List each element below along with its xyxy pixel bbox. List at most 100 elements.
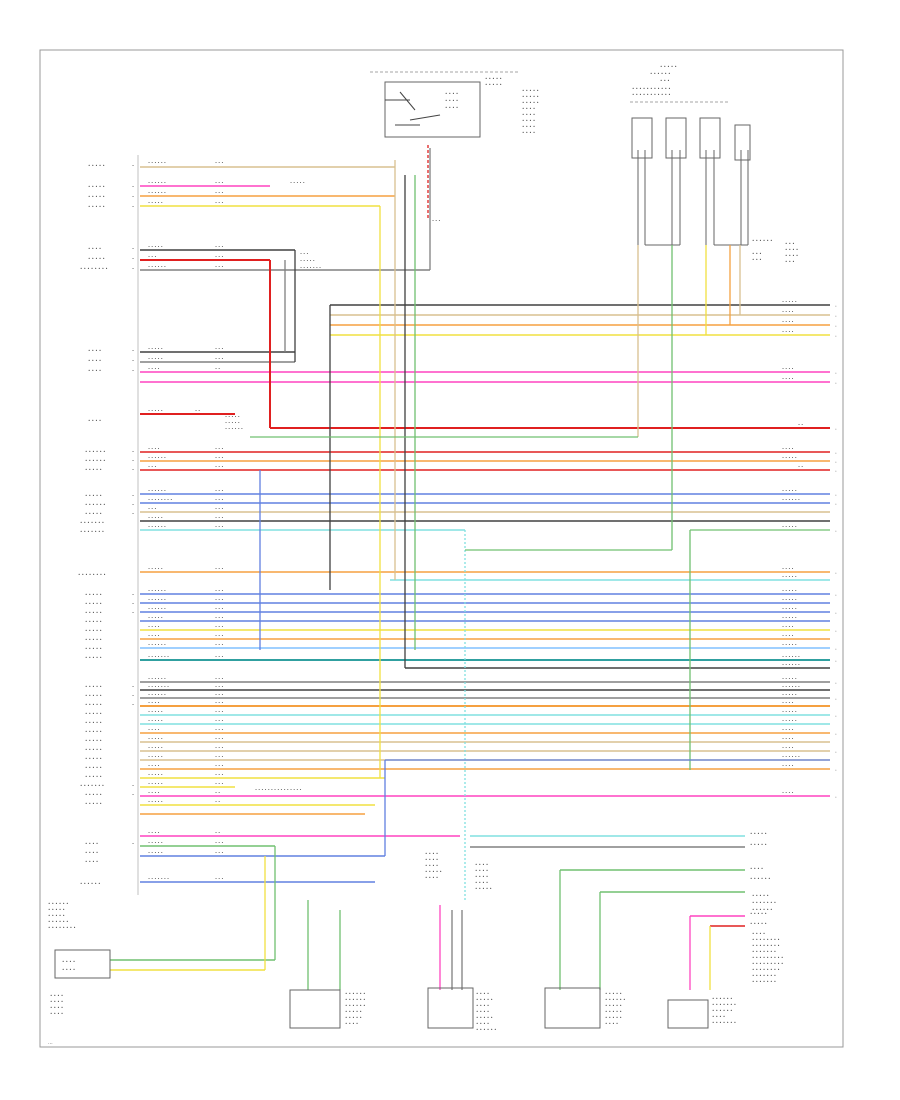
svg-text:•: •	[132, 205, 134, 209]
svg-text:• • • • • •: • • • • • •	[148, 607, 166, 611]
svg-text:• • • • •: • • • • •	[782, 719, 797, 723]
svg-text:• •: • •	[215, 367, 220, 371]
svg-text:• • • • •: • • • • •	[85, 720, 102, 725]
svg-text:•: •	[132, 602, 134, 606]
svg-text:• • • •: • • • •	[476, 1003, 489, 1008]
svg-text:• • • •: • • • •	[605, 1021, 618, 1026]
svg-text:• • • • •: • • • • •	[148, 201, 163, 205]
svg-text:• • • • • • • •: • • • • • • • •	[752, 937, 780, 942]
svg-text:• • • • • •: • • • • • •	[345, 997, 366, 1002]
svg-text:• • • • •: • • • • •	[148, 567, 163, 571]
svg-text:• • • • •: • • • • •	[88, 204, 105, 209]
svg-text:•: •	[132, 185, 134, 189]
svg-text:• • • • •: • • • • •	[48, 913, 65, 918]
svg-text:• • • • •: • • • • •	[148, 800, 163, 804]
svg-text:•: •	[835, 647, 837, 651]
svg-text:• • • • • • •: • • • • • • •	[752, 979, 776, 984]
svg-text:• • •: • • •	[215, 347, 223, 351]
svg-text:• • •: • • •	[215, 693, 223, 697]
svg-text:• • •: • • •	[215, 710, 223, 714]
svg-text:• • • • • • • •: • • • • • • • •	[752, 967, 780, 972]
svg-text:• • • • • • •: • • • • • • •	[752, 900, 776, 905]
svg-text:• • • •: • • • •	[148, 728, 160, 732]
svg-text:• • •: • • •	[215, 616, 223, 620]
svg-text:•: •	[835, 324, 837, 328]
svg-text:• • • • •: • • • • •	[605, 1009, 622, 1014]
svg-text:• • • • • •: • • • • • •	[782, 755, 800, 759]
svg-text:• • • • • •: • • • • • •	[345, 1003, 366, 1008]
svg-text:• • • • •: • • • • •	[782, 300, 797, 304]
svg-text:• • • • •: • • • • •	[782, 616, 797, 620]
svg-text:• • • • •: • • • • •	[782, 489, 797, 493]
svg-text:• • • •: • • • •	[62, 959, 75, 964]
svg-text:•: •	[835, 593, 837, 597]
svg-text:• • • •: • • • •	[476, 1009, 489, 1014]
svg-text:• • • • •: • • • • •	[148, 409, 163, 413]
svg-text:• • • • •: • • • • •	[522, 100, 539, 105]
svg-text:• • • • • •: • • • • • •	[712, 996, 733, 1001]
svg-text:• • • • •: • • • • •	[148, 710, 163, 714]
diagram-frame	[39, 49, 844, 1048]
svg-text:• • • • •: • • • • •	[148, 616, 163, 620]
svg-text:• • • • •: • • • • •	[476, 997, 493, 1002]
svg-text:• • •: • • •	[215, 701, 223, 705]
svg-text:• • • • •: • • • • •	[782, 710, 797, 714]
svg-text:• • • • • •: • • • • • •	[85, 458, 106, 463]
svg-text:• • •: • • •	[215, 507, 223, 511]
svg-text:•: •	[132, 450, 134, 454]
svg-text:•: •	[132, 349, 134, 353]
svg-text:• • • •: • • • •	[475, 874, 488, 879]
svg-text:• • • •: • • • •	[88, 418, 101, 423]
svg-text:• • • •: • • • •	[475, 868, 488, 873]
svg-text:• • •: • • •	[752, 251, 762, 256]
svg-text:•: •	[132, 842, 134, 846]
svg-text:•: •	[132, 793, 134, 797]
svg-text:• • • • • •: • • • • • •	[148, 693, 166, 697]
svg-text:• • • •: • • • •	[782, 737, 794, 741]
svg-text:• • • •: • • • •	[50, 993, 63, 998]
svg-text:• • • • • •: • • • • • •	[148, 643, 166, 647]
svg-text:• • • • • •: • • • • • •	[148, 161, 166, 165]
svg-text:• • •: • • •	[215, 877, 223, 881]
svg-text:• • •: • • •	[432, 219, 440, 223]
svg-text:• • • •: • • • •	[476, 1021, 489, 1026]
svg-text:• • • •: • • • •	[148, 367, 160, 371]
svg-text:• • • • •: • • • • •	[85, 765, 102, 770]
svg-text:• • •: • • •	[215, 737, 223, 741]
top-right-modules: • • • • • • • • • • • • • • • • • • • • …	[630, 64, 798, 264]
svg-text:• • • • •: • • • • •	[605, 1015, 622, 1020]
svg-text:• • • •: • • • •	[425, 863, 438, 868]
svg-text:• • • •: • • • •	[782, 447, 794, 451]
svg-text:• • • •: • • • •	[522, 118, 535, 123]
svg-text:• • • • • • • • • • • • • • •: • • • • • • • • • • • • • • •	[255, 788, 302, 792]
svg-text:• • • • •: • • • • •	[85, 792, 102, 797]
svg-text:• • • •: • • • •	[782, 746, 794, 750]
svg-text:• • • • • • • • • • •: • • • • • • • • • • •	[632, 92, 671, 97]
svg-text:• • •: • • •	[215, 728, 223, 732]
svg-text:• • • •: • • • •	[85, 859, 98, 864]
svg-text:• • • • • • •: • • • • • • •	[148, 877, 169, 881]
svg-text:• • • •: • • • •	[425, 851, 438, 856]
svg-text:• • • •: • • • •	[445, 98, 458, 103]
svg-text:• • • • •: • • • • •	[750, 831, 767, 836]
svg-text:• • • •: • • • •	[522, 112, 535, 117]
svg-text:• • •: • • •	[215, 465, 223, 469]
svg-text:• • • • •: • • • • •	[148, 773, 163, 777]
svg-text:• • •: • • •	[215, 607, 223, 611]
svg-text:• • • • •: • • • • •	[85, 756, 102, 761]
svg-text:• • • • • •: • • • • • •	[782, 663, 800, 667]
svg-text:• • • •: • • • •	[148, 791, 160, 795]
svg-text:• • • • • • •: • • • • • • •	[80, 520, 104, 525]
svg-text:•: •	[835, 460, 837, 464]
svg-text:•: •	[835, 502, 837, 506]
svg-text:• • • •: • • • •	[522, 130, 535, 135]
svg-text:• • • • • • •: • • • • • • •	[148, 655, 169, 659]
svg-text:•: •	[835, 334, 837, 338]
svg-text:• • • •: • • • •	[445, 105, 458, 110]
svg-text:• • •: • • •	[215, 191, 223, 195]
wire-code-labels: • • • • • • • • • • • • • • • • • • • • • …	[148, 161, 440, 881]
svg-text:• • • • •: • • • • •	[85, 628, 102, 633]
svg-text:• • • •: • • • •	[782, 330, 794, 334]
svg-text:• • • • •: • • • • •	[85, 592, 102, 597]
svg-text:• • •: • • •	[215, 634, 223, 638]
